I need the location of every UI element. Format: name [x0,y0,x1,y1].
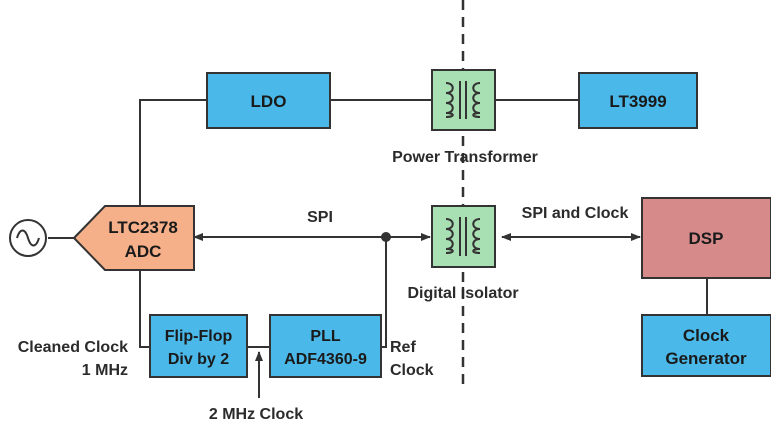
ldo-to-adc-wire [139,99,207,206]
ref-clock-wire [381,237,387,348]
lt3999-label: LT3999 [609,92,666,111]
ldo-label: LDO [251,92,287,111]
power-transformer-block [431,69,496,131]
sine-wave-source-icon [9,219,47,257]
pll-label-line1: PLL [310,328,340,345]
flip-flop-label-line1: Flip-Flop [165,328,233,345]
power-transformer-label: Power Transformer [392,149,538,166]
cleaned-clock-label-line1: Cleaned Clock [18,339,128,356]
flip-flop-block: Flip-Flop Div by 2 [149,314,248,378]
adc-block: LTC2378 ADC [72,205,195,271]
isolator-coil-icon [445,217,481,256]
ldo-block: LDO [206,72,331,129]
cleaned-clock-wire [139,270,150,348]
spi-label: SPI [307,209,333,226]
dsp-label: DSP [689,229,724,248]
clock-generator-block: Clock Generator [641,314,771,377]
adc-label-line2: ADC [125,242,162,261]
spi-and-clock-label: SPI and Clock [522,205,629,222]
cleaned-clock-label-line2: 1 MHz [82,362,128,379]
clock-generator-label-line1: Clock [683,326,730,345]
ref-clock-label-line2: Clock [390,362,434,379]
digital-isolator-block [431,205,496,268]
adc-label-line1: LTC2378 [108,218,178,237]
lt3999-block: LT3999 [578,72,698,129]
flip-flop-label-line2: Div by 2 [168,351,229,368]
ref-clock-label-line1: Ref [390,339,416,356]
transformer-coil-icon [445,81,481,119]
dsp-block: DSP [641,197,771,279]
pll-label-line2: ADF4360-9 [284,351,367,368]
digital-isolator-label: Digital Isolator [407,285,518,302]
pll-block: PLL ADF4360-9 [269,314,382,378]
two-mhz-clock-label: 2 MHz Clock [209,406,303,423]
spi-junction-dot [381,232,391,242]
clock-generator-label-line2: Generator [665,349,747,368]
